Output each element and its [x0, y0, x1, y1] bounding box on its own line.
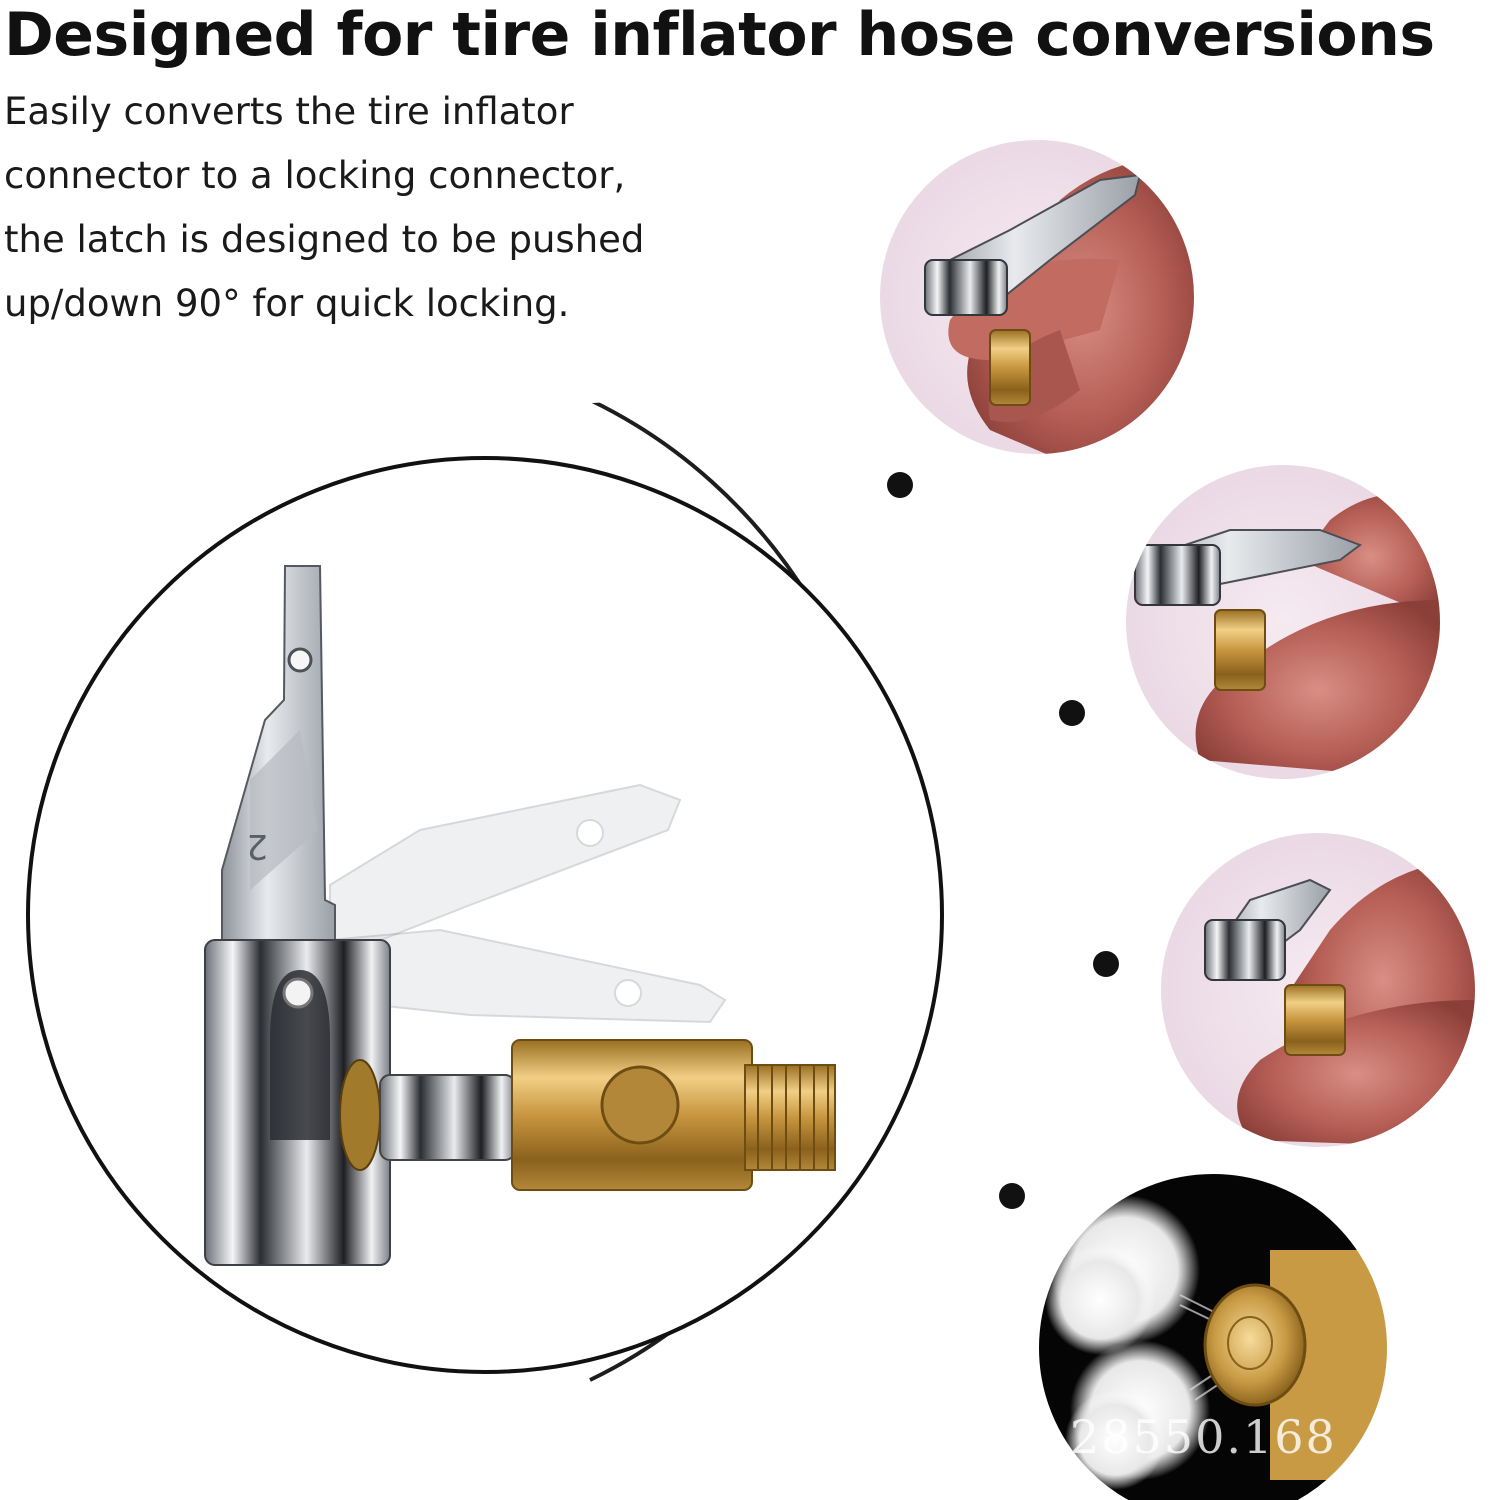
inset-frame-4	[1037, 1172, 1389, 1500]
lever-marking: 2	[246, 826, 268, 866]
chrome-body	[204, 939, 391, 1266]
inset-frame-1	[878, 138, 1196, 456]
chrome-lever	[221, 565, 336, 946]
arc-dot-1	[887, 472, 913, 498]
main-product-frame	[26, 456, 944, 1374]
inset-photo-1	[879, 139, 1195, 455]
headline: Designed for tire inflator hose conversi…	[4, 0, 1435, 70]
inset-photo-2	[1125, 464, 1441, 780]
description-line-3: the latch is designed to be pushed	[4, 218, 645, 261]
arc-dot-4	[999, 1183, 1025, 1209]
description-line-4: up/down 90° for quick locking.	[4, 282, 570, 325]
watermark: 28550.168	[1070, 1410, 1337, 1464]
arc-dot-3	[1093, 951, 1119, 977]
inset-photo-4	[1038, 1173, 1388, 1500]
description-line-2: connector to a locking connector,	[4, 154, 626, 197]
inset-photo-3	[1160, 832, 1476, 1148]
inset-frame-3	[1159, 831, 1477, 1149]
arc-dot-2	[1059, 700, 1085, 726]
description-line-1: Easily converts the tire inflator	[4, 90, 574, 133]
description: Easily converts the tire inflator connec…	[4, 80, 764, 336]
inset-frame-2	[1124, 463, 1442, 781]
brass-connector	[379, 1039, 836, 1191]
